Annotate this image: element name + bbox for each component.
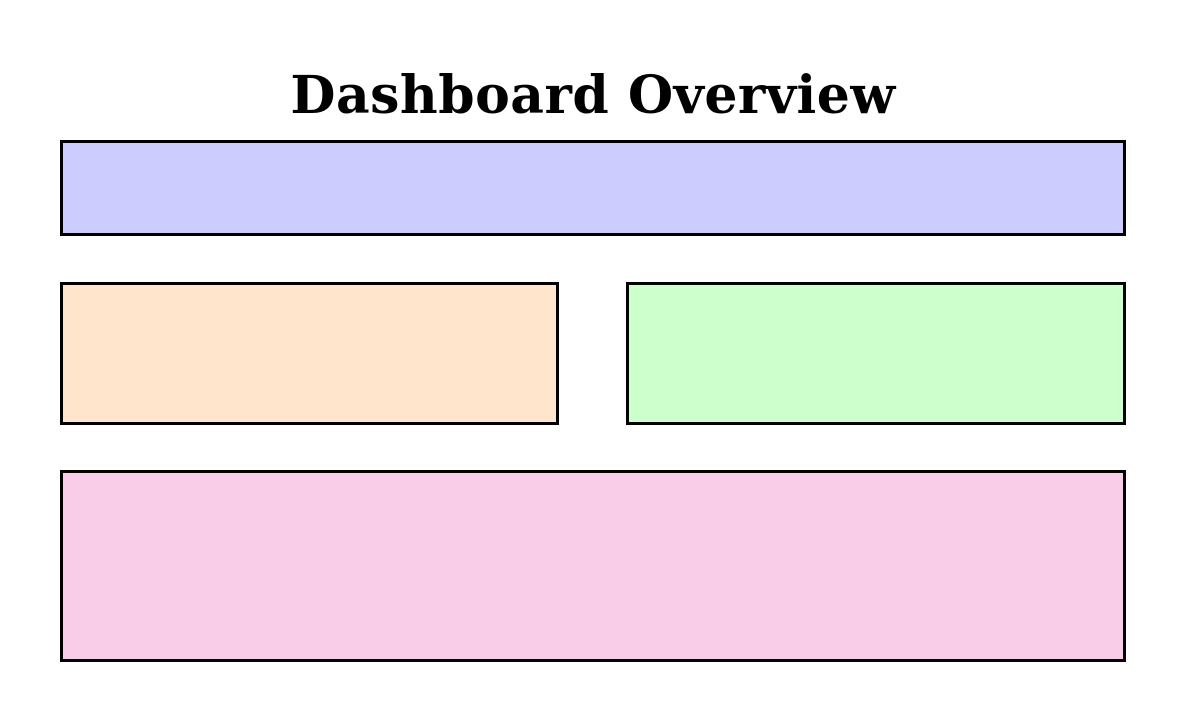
bottom-panel: [60, 470, 1126, 662]
left-panel: [60, 282, 559, 425]
header-panel: [60, 140, 1126, 236]
page-title: Dashboard Overview: [290, 65, 896, 126]
right-panel: [626, 282, 1126, 425]
